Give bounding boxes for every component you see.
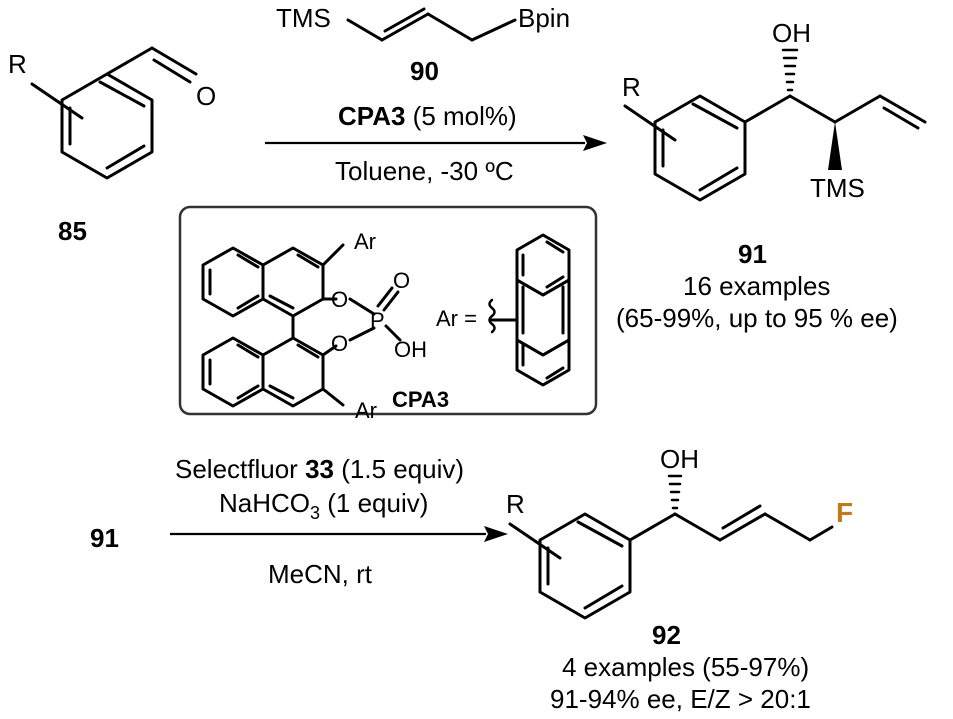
reaction1-conditions: Toluene, -30 ºC [335,156,514,186]
cpa3-o-lower: O [331,331,348,356]
catalyst-box [178,205,598,416]
cpa3-ar-bottom: Ar [355,398,377,423]
reaction2-reagent-selectfluor: Selectfluor 33 (1.5 equiv) [175,454,464,484]
compound-92-result: 91-94% ee, E/Z > 20:1 [550,684,811,714]
cpa3-o-upper: O [331,287,348,312]
reaction2-reagent-nahco3: NaHCO3 (1 equiv) [219,488,428,523]
compound-92-r-group: R [506,489,525,519]
reagent-90-bpin: Bpin [518,3,570,33]
compound-92-label: 92 [652,620,681,650]
compound-91-scope: 16 examples [683,271,830,301]
compound-91-structure [623,48,927,202]
compound-92-scope: 4 examples (55-97%) [562,652,809,682]
compound-92-fluorine: F [836,497,853,528]
reagent-90-label: 90 [410,56,439,86]
cpa3-binol-phosphate-structure [201,243,402,408]
cpa3-p-double-o: O [393,268,410,293]
compound-85-r-group: R [8,49,27,79]
reaction2-start-label: 91 [90,523,119,553]
compound-92-oh: OH [660,444,699,474]
catalyst-label-cpa3: CPA3 [392,387,449,412]
reaction1-catalyst: CPA3 (5 mol%) [338,101,517,131]
compound-91-label: 91 [738,239,767,269]
reaction2-arrowhead [484,526,508,542]
reaction2-conditions: MeCN, rt [268,559,373,589]
reagent-90-tms: TMS [276,3,331,33]
compound-91-r-group: R [622,72,641,102]
reaction1-arrowhead [583,135,607,151]
cpa3-oh: OH [394,337,427,362]
compound-85-label: 85 [58,216,87,246]
compound-91-tms: TMS [810,173,865,203]
compound-91-result: (65-99%, up to 95 % ee) [616,303,898,333]
compound-92-structure [508,474,834,620]
anthracenyl-structure [488,233,571,387]
compound-85-aldehyde-o: O [196,81,216,111]
ar-definition-label: Ar = [436,306,477,331]
compound-91-oh: OH [772,18,811,48]
compound-85-structure [30,46,198,180]
reagent-90-structure [346,7,517,42]
cpa3-ar-top: Ar [354,229,376,254]
cpa3-phosphorus: P [370,308,385,333]
